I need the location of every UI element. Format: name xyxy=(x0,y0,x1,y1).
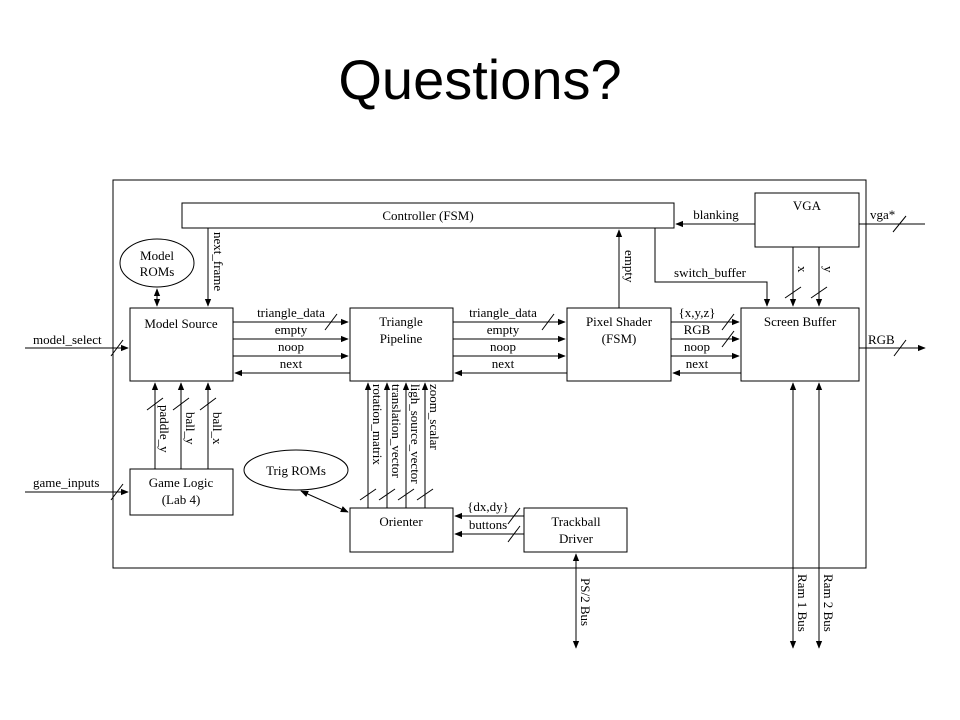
rgb-in-label: RGB xyxy=(684,322,711,337)
paddle-y-label: paddle_y xyxy=(157,405,172,453)
buttons-bus-mark xyxy=(507,525,521,543)
triangle-pipeline-label-1: Triangle xyxy=(379,314,423,329)
vga-block: VGA xyxy=(754,192,860,248)
triangle-data-1-label: triangle_data xyxy=(257,305,325,320)
system-boundary xyxy=(112,179,867,569)
model-select-bus-mark xyxy=(110,339,124,357)
vga-out-label: vga* xyxy=(870,207,895,222)
switch-buffer-arrow xyxy=(654,228,771,307)
ps2-bus-label: PS/2 Bus xyxy=(578,578,593,626)
buttons-label: buttons xyxy=(469,517,507,532)
model-roms-label-1: Model xyxy=(140,248,174,263)
dxdy-bus-mark xyxy=(507,507,521,525)
game-inputs-label: game_inputs xyxy=(33,475,99,490)
controller-label: Controller (FSM) xyxy=(382,208,473,223)
ball-y-label: ball_y xyxy=(183,412,198,445)
ball-x-label: ball_x xyxy=(210,412,225,445)
ball-x-bus-mark xyxy=(199,397,217,411)
ram1-bus-label: Ram 1 Bus xyxy=(795,574,810,632)
light-source-vector-bus-mark xyxy=(397,488,415,501)
triangle-pipeline-label-2: Pipeline xyxy=(380,331,423,346)
next-frame-label: next_frame xyxy=(211,232,226,291)
rotation-matrix-label: rotation_matrix xyxy=(370,384,385,465)
next-1-label: next xyxy=(280,356,303,371)
screen-buffer-label: Screen Buffer xyxy=(764,314,837,329)
next-3-label: next xyxy=(686,356,709,371)
ball-y-bus-mark xyxy=(172,397,190,411)
y-label: y xyxy=(821,266,836,273)
next-2-label: next xyxy=(492,356,515,371)
empty-1-label: empty xyxy=(275,322,308,337)
trackball-driver-block: Trackball Driver xyxy=(523,507,628,553)
x-label: x xyxy=(795,266,810,273)
triangle-pipeline-block: Triangle Pipeline xyxy=(349,307,454,382)
model-source-block: Model Source xyxy=(129,307,234,382)
switch-buffer-label: switch_buffer xyxy=(674,265,747,280)
orienter-label: Orienter xyxy=(379,514,423,529)
ram2-bus-label: Ram 2 Bus xyxy=(821,574,836,632)
trackball-label-1: Trackball xyxy=(551,514,601,529)
trig-roms-ellipse: Trig ROMs xyxy=(243,449,349,491)
xyz-bus-mark xyxy=(721,313,735,331)
trig-roms-label: Trig ROMs xyxy=(266,463,326,478)
triangle-data-2-label: triangle_data xyxy=(469,305,537,320)
zoom-scalar-label: zoom_scalar xyxy=(427,384,442,450)
noop-1-label: noop xyxy=(278,339,304,354)
trig-roms-arrow xyxy=(300,490,349,513)
game-logic-block: Game Logic (Lab 4) xyxy=(129,468,234,516)
slide-title: Questions? xyxy=(338,48,622,111)
rotation-matrix-bus-mark xyxy=(359,488,377,501)
triangle-data-1-bus-mark xyxy=(324,313,338,331)
game-logic-label-2: (Lab 4) xyxy=(162,492,201,507)
vga-out-bus-mark xyxy=(892,215,907,233)
model-roms-label-2: ROMs xyxy=(140,264,175,279)
controller-block: Controller (FSM) xyxy=(181,202,675,229)
empty-ps-label: empty xyxy=(622,250,637,283)
pixel-shader-label-1: Pixel Shader xyxy=(586,314,653,329)
rgb-out-label: RGB xyxy=(868,332,895,347)
paddle-y-bus-mark xyxy=(146,397,164,411)
x-bus-mark xyxy=(784,286,802,299)
pixel-shader-block: Pixel Shader (FSM) xyxy=(566,307,672,382)
blanking-label: blanking xyxy=(693,207,739,222)
noop-2-label: noop xyxy=(490,339,516,354)
vga-label: VGA xyxy=(793,198,822,213)
model-roms-ellipse: Model ROMs xyxy=(119,238,195,288)
dxdy-label: {dx,dy} xyxy=(467,499,509,514)
zoom-scalar-bus-mark xyxy=(416,488,434,501)
screen-buffer-block: Screen Buffer xyxy=(740,307,860,382)
rgb-in-bus-mark xyxy=(721,330,735,348)
pixel-shader-label-2: (FSM) xyxy=(602,331,637,346)
noop-3-label: noop xyxy=(684,339,710,354)
xyz-label: {x,y,z} xyxy=(679,305,716,320)
translation-vector-label: translation_vector xyxy=(389,384,404,479)
triangle-data-2-bus-mark xyxy=(541,313,555,331)
orienter-block: Orienter xyxy=(349,507,454,553)
y-bus-mark xyxy=(810,286,828,299)
light-source-vector-label: ligh_source_vector xyxy=(408,384,423,484)
translation-vector-bus-mark xyxy=(378,488,396,501)
model-source-label: Model Source xyxy=(144,316,218,331)
model-select-label: model_select xyxy=(33,332,102,347)
trackball-label-2: Driver xyxy=(559,531,594,546)
game-inputs-bus-mark xyxy=(110,483,124,501)
rgb-out-bus-mark xyxy=(893,339,907,357)
game-logic-label-1: Game Logic xyxy=(149,475,214,490)
empty-2-label: empty xyxy=(487,322,520,337)
